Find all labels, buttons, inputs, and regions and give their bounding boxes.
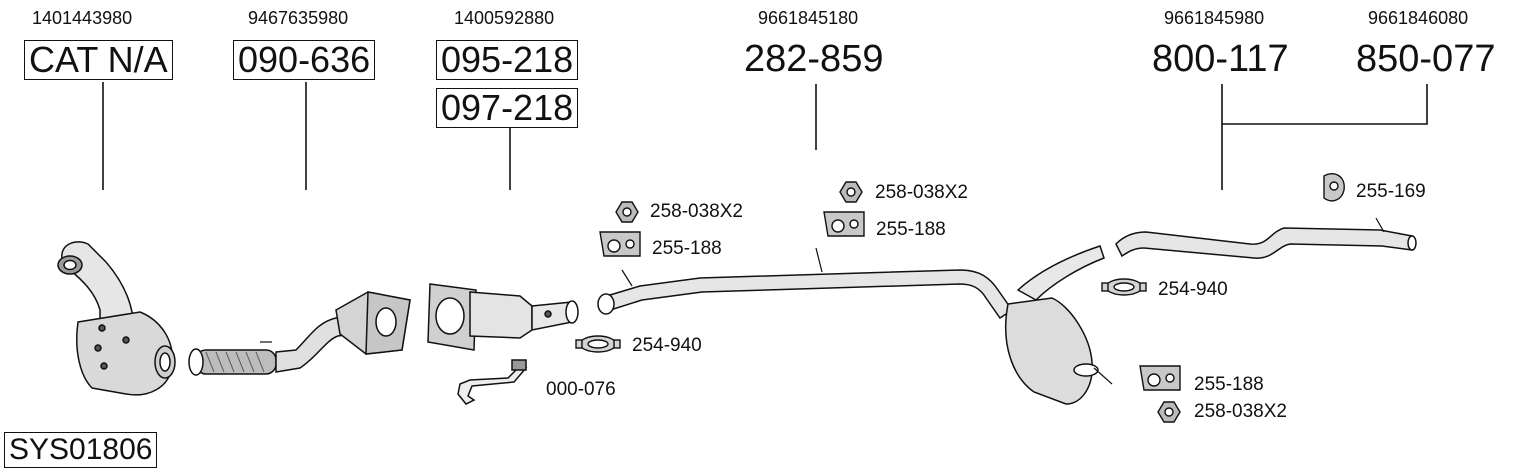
fitting-label-nut-a[interactable]: 258-038X2 [650,201,743,222]
oem-number-5: 9661845980 [1164,8,1265,28]
nut-fitting-c [1157,401,1181,423]
fitting-label-hanger-top[interactable]: 255-169 [1356,181,1426,202]
clamp-fitting-a [575,335,621,353]
oem-number-4: 9661845180 [758,8,859,28]
clamp-fitting-b [1101,278,1147,296]
part-number-box-097-218[interactable]: 097-218 [436,88,579,128]
oem-number-2: 9467635980 [248,8,349,28]
fitting-label-clamp-a[interactable]: 254-940 [632,335,702,356]
oem-number-1: 1401443980 [32,8,133,28]
part-number-800-117[interactable]: 800-117 [1152,38,1289,80]
fitting-label-bracket-a[interactable]: 255-188 [652,238,722,259]
nut-fitting-a [615,201,639,223]
bracket-fitting-c [1139,365,1181,391]
part-number-850-077[interactable]: 850-077 [1356,38,1496,80]
nut-fitting-b [839,181,863,203]
bracket-fitting-b [823,211,865,237]
fitting-label-bracket-c[interactable]: 255-188 [1194,374,1264,395]
fitting-label-clamp-b[interactable]: 254-940 [1158,279,1228,300]
manifold-catalyst-part [57,241,176,396]
centre-pipe-part [597,245,1113,405]
oem-number-3: 1400592880 [454,8,555,28]
part-number-box-cat[interactable]: CAT N/A [24,40,173,80]
part-number-box-090-636[interactable]: 090-636 [233,40,376,80]
part-number-282-859[interactable]: 282-859 [744,38,884,80]
hanger-fitting-top [1323,172,1345,202]
leader-bracket-join [1222,84,1428,125]
fitting-label-sensor-pipe[interactable]: 000-076 [546,379,616,400]
system-id-box: SYS01806 [4,432,158,468]
tail-pipe-part [1115,217,1417,259]
flex-pipe-part [188,291,411,376]
bracket-fitting-a [599,231,641,257]
fitting-label-nut-c[interactable]: 258-038X2 [1194,401,1287,422]
sensor-pipe-part [457,359,528,405]
catalytic-converter-part [427,283,579,351]
oem-number-6: 9661846080 [1368,8,1469,28]
fitting-label-bracket-b[interactable]: 255-188 [876,219,946,240]
fitting-label-nut-b[interactable]: 258-038X2 [875,182,968,203]
part-number-box-095-218[interactable]: 095-218 [436,40,579,80]
